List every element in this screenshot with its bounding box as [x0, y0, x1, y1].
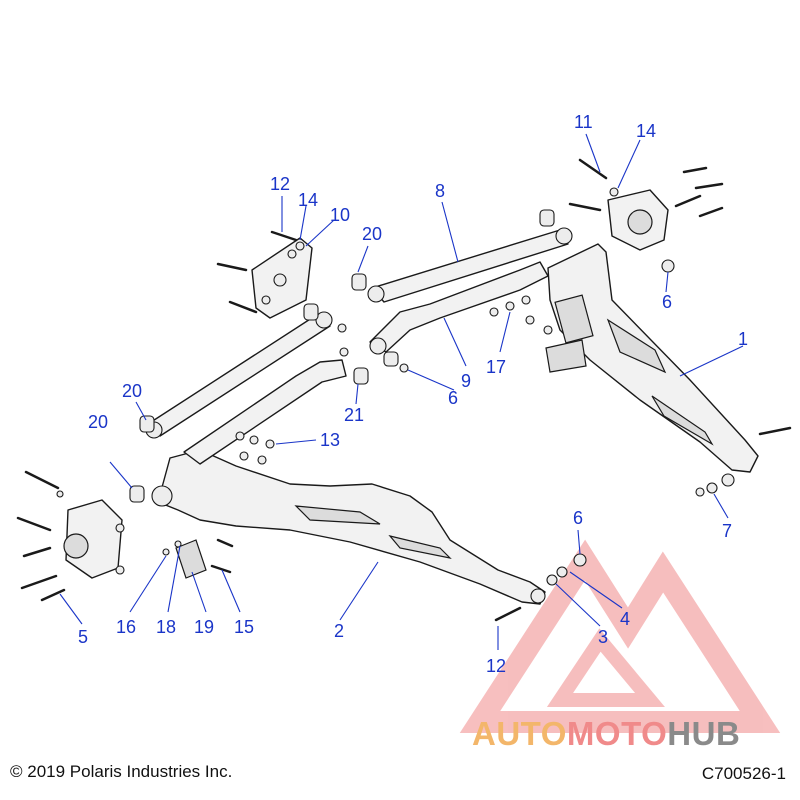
bushings [129, 209, 555, 503]
callout-12-top: 12 [270, 174, 290, 194]
bracket-left [251, 237, 313, 319]
trailing-arm-right [547, 243, 759, 473]
bearing-housing-left [63, 499, 123, 579]
lower-control-arm-right [369, 261, 549, 355]
callout-18: 18 [156, 617, 176, 637]
callout-11: 11 [574, 112, 593, 132]
callout-10: 10 [330, 205, 350, 225]
callout-6-bushing: 6 [448, 388, 458, 408]
callout-12-bottom: 12 [486, 656, 506, 676]
callout-2: 2 [334, 621, 344, 641]
callout-8: 8 [435, 181, 445, 201]
callout-labels: 1 2 3 4 5 6 6 6 7 8 9 10 11 12 12 13 14 … [78, 112, 748, 676]
watermark-hub: HUB [667, 715, 741, 752]
bolts [16, 158, 792, 622]
callout-6-housing: 6 [662, 292, 672, 312]
callout-5: 5 [78, 627, 88, 647]
callout-6-pivot: 6 [573, 508, 583, 528]
callout-1: 1 [738, 329, 748, 349]
callout-13: 13 [320, 430, 340, 450]
callout-9: 9 [461, 371, 471, 391]
lower-control-arm-left [183, 359, 347, 465]
callout-20-low: 20 [88, 412, 108, 432]
callout-20-top: 20 [362, 224, 382, 244]
callout-21: 21 [344, 405, 364, 425]
drawing-number: C700526-1 [701, 764, 786, 783]
callout-3: 3 [598, 627, 608, 647]
callout-14-right: 14 [636, 121, 656, 141]
trailing-arm-left [151, 449, 546, 605]
callout-14-left: 14 [298, 190, 318, 210]
plate-left [175, 539, 207, 579]
watermark-text: AUTOMOTOHUB [472, 715, 740, 753]
upper-control-arm-right [367, 227, 573, 303]
callout-16: 16 [116, 617, 136, 637]
copyright-notice: © 2019 Polaris Industries Inc. [10, 762, 233, 781]
watermark-auto: AUTO [472, 715, 567, 752]
bearing-housing-right [607, 189, 675, 273]
callout-19: 19 [194, 617, 214, 637]
watermark-logo [459, 539, 781, 733]
watermark-moto: MOTO [566, 715, 668, 752]
callout-15: 15 [234, 617, 254, 637]
callout-4: 4 [620, 609, 630, 629]
callout-17: 17 [486, 357, 506, 377]
hardware-nuts [56, 187, 735, 586]
plate-right [545, 339, 587, 373]
leader-lines [59, 133, 744, 650]
callout-7: 7 [722, 521, 732, 541]
callout-20-mid: 20 [122, 381, 142, 401]
